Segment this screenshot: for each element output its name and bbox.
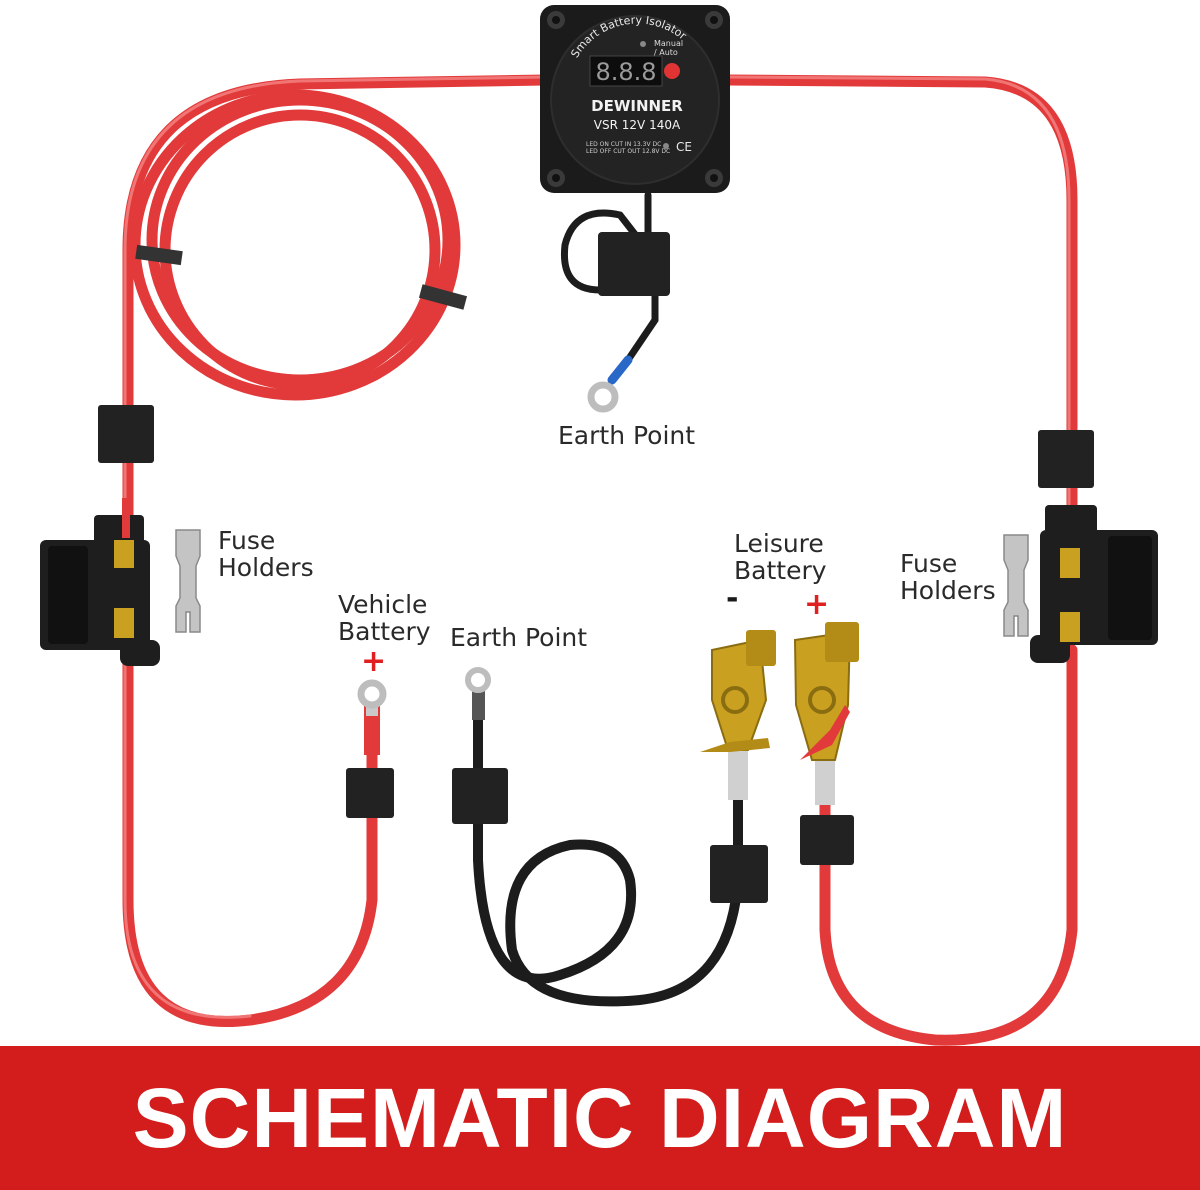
leisure-battery-label-2: Battery [734, 556, 827, 585]
earth-point-top-label: Earth Point [558, 421, 696, 450]
vehicle-battery-terminal-icon [357, 679, 387, 755]
right-fuse-blade-icon [1003, 534, 1029, 637]
earth-point-bottom-label: Earth Point [450, 623, 588, 652]
red-cable-main [122, 74, 1078, 1046]
cable-clips [98, 405, 1094, 903]
fuse-holders-right-label-1: Fuse [900, 549, 958, 578]
power-indicator-icon [664, 63, 680, 79]
ring-terminal-icon [587, 381, 619, 413]
isolator-brand: DEWINNER [591, 97, 683, 115]
leisure-battery-label-1: Leisure [734, 529, 824, 558]
banner-title: SCHEMATIC DIAGRAM [132, 1070, 1068, 1165]
leisure-positive-sign: + [804, 587, 830, 622]
isolator-display: 8.8.8 [595, 58, 656, 86]
earth-point-terminal-icon [465, 667, 491, 720]
isolator-model: VSR 12V 140A [594, 118, 681, 132]
mode-label-1: Manual [654, 39, 683, 48]
black-cable [473, 695, 743, 1007]
vehicle-battery-label-2: Battery [338, 617, 431, 646]
isolator-spec-1: LED ON CUT IN 13.3V DC [586, 141, 661, 148]
leisure-negative-clamp-icon [700, 630, 776, 800]
ce-mark: CE [676, 140, 692, 154]
leisure-positive-clamp-icon [793, 622, 859, 805]
vehicle-battery-label-1: Vehicle [338, 590, 428, 619]
vehicle-battery-positive-sign: + [361, 644, 387, 679]
battery-isolator-unit: Smart Battery Isolator 8.8.8 Manual / Au… [540, 5, 730, 193]
isolator-spec-2: LED OFF CUT OUT 12.8V DC [586, 148, 670, 155]
left-fuse-blade-icon [175, 529, 201, 633]
right-fuse-holder [1030, 505, 1158, 663]
fuse-holders-left-label-1: Fuse [218, 526, 276, 555]
cable-clip [598, 232, 670, 296]
title-banner: SCHEMATIC DIAGRAM [0, 1046, 1200, 1190]
fuse-holders-left-label-2: Holders [218, 553, 314, 582]
leisure-negative-sign: - [726, 581, 739, 616]
mode-label-2: / Auto [654, 48, 678, 57]
left-fuse-holder [40, 498, 160, 666]
fuse-holders-right-label-2: Holders [900, 576, 996, 605]
